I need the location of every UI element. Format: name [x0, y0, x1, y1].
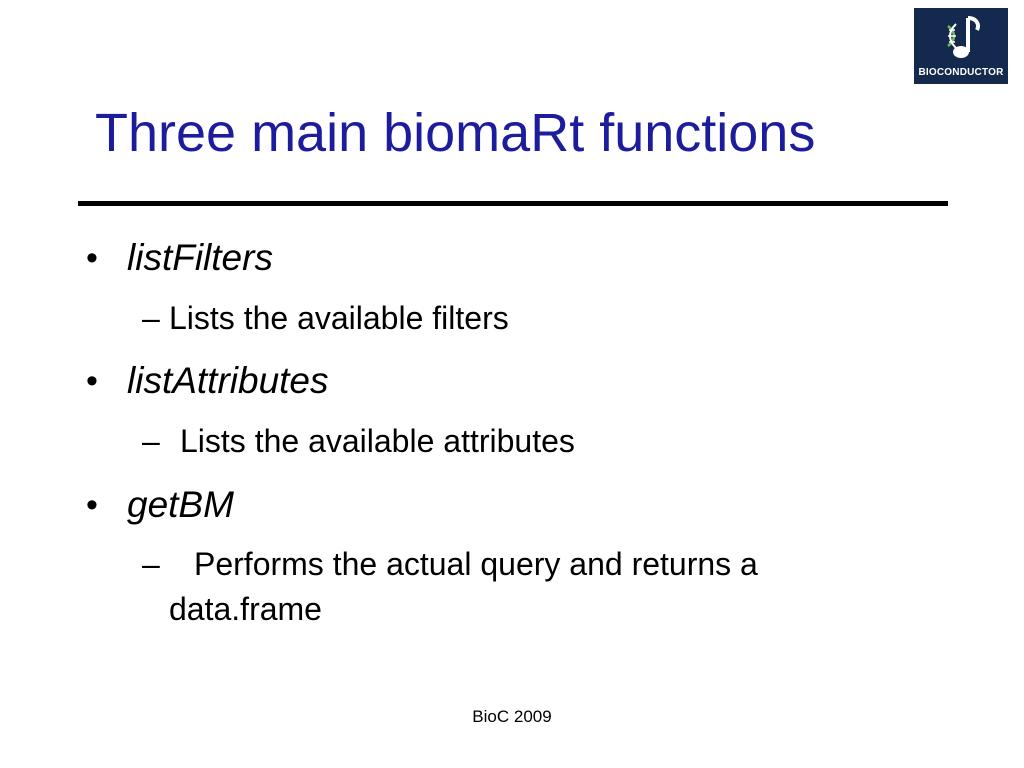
- logo-text: BIOCONDUCTOR: [918, 67, 1004, 78]
- sub-getbm-line1: Performs the actual query and returns a: [194, 546, 758, 582]
- bullet-glyph: •: [86, 362, 98, 400]
- bullet-glyph: •: [86, 486, 98, 524]
- bullet-glyph: •: [86, 239, 98, 277]
- bioconductor-logo-icon: [947, 16, 980, 58]
- title-divider: [78, 201, 948, 206]
- bullet-listattributes: listAttributes: [127, 360, 329, 401]
- bioconductor-logo: BIOCONDUCTOR: [914, 8, 1008, 84]
- dash-glyph: –: [142, 546, 160, 582]
- bullet-getbm: getBM: [127, 484, 234, 525]
- dash-glyph: –: [142, 300, 160, 336]
- sub-listattributes: Lists the available attributes: [180, 423, 575, 459]
- sub-getbm-line2: data.frame: [169, 591, 322, 627]
- bullet-listfilters: listFilters: [127, 237, 273, 278]
- sub-listfilters: Lists the available filters: [169, 300, 509, 336]
- dash-glyph: –: [142, 423, 160, 459]
- slide-footer: BioC 2009: [472, 707, 552, 726]
- slide-title: Three main biomaRt functions: [95, 103, 816, 163]
